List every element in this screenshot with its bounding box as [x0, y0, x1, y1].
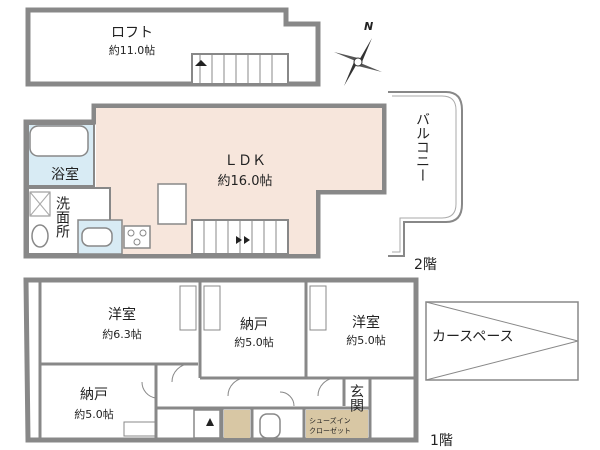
balcony-name: バルコニー	[414, 112, 430, 182]
loft-size: 約11.0帖	[108, 44, 156, 57]
western1-name: 洋室	[108, 307, 136, 323]
storage2-name: 納戸	[80, 387, 108, 403]
stove-icon	[123, 225, 151, 249]
kitchen-counter	[157, 183, 187, 225]
floor2-label: 2階	[414, 257, 437, 273]
storage-floor	[224, 410, 250, 438]
staircase-1f	[193, 409, 221, 439]
bath-name: 浴室	[51, 167, 79, 183]
shoe-closet-line1: シューズイン	[309, 417, 351, 425]
storage2-size: 約5.0帖	[74, 408, 114, 421]
shoe-closet-floor	[306, 410, 368, 438]
closets-1f	[123, 285, 327, 437]
ldk-size: 約16.0帖	[217, 174, 273, 189]
bathtub-icon	[29, 125, 89, 157]
loft-area	[25, 7, 321, 87]
floor1-walls	[23, 277, 419, 443]
toilet-icon	[81, 227, 113, 247]
compass-north-label: N	[364, 20, 374, 33]
toilet-icon-1f	[259, 413, 281, 439]
storage1-size: 約5.0帖	[234, 336, 274, 349]
ldk-name: ＬＤＫ	[224, 153, 266, 169]
floor1-interior	[38, 282, 416, 440]
car-space	[425, 301, 579, 381]
western2-size: 約5.0帖	[346, 334, 386, 347]
car-space-label: カースペース	[432, 329, 514, 345]
western1-size: 約6.3帖	[102, 328, 142, 341]
staircase-2f	[191, 219, 289, 255]
floor1-label: 1階	[430, 433, 453, 449]
loft-name: ロフト	[111, 25, 153, 41]
shoe-closet-line2: クローゼット	[309, 427, 351, 435]
entrance-name: 玄関	[348, 384, 364, 412]
door-swings	[141, 363, 337, 407]
storage1-name: 納戸	[240, 317, 268, 333]
sink-icon	[31, 224, 49, 248]
balcony-area	[388, 91, 463, 257]
compass-icon	[334, 38, 382, 86]
western2-name: 洋室	[352, 315, 380, 331]
washroom-name: 洗面所	[54, 196, 70, 238]
